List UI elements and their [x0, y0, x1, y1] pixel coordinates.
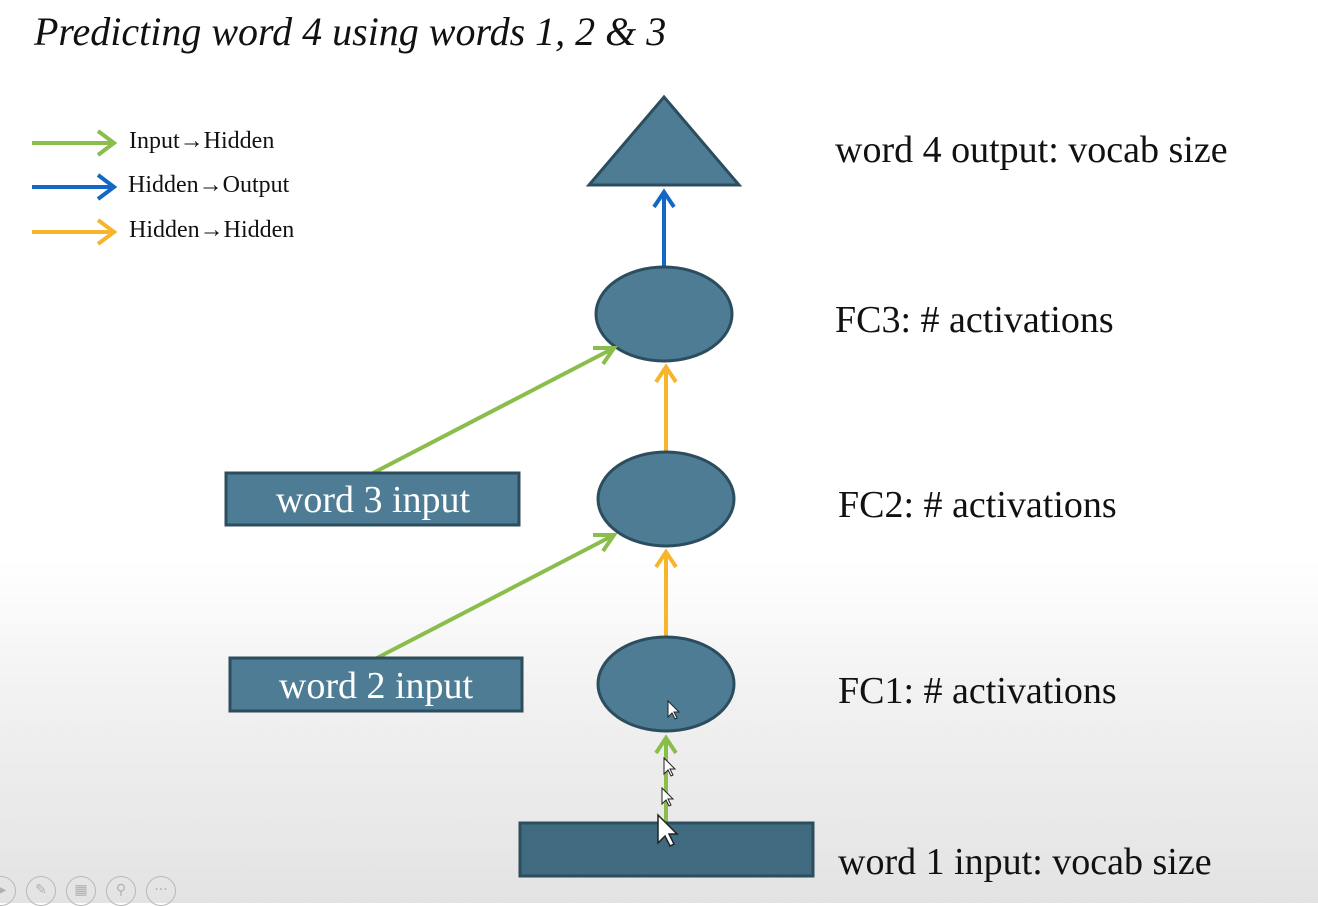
slide-title: Predicting word 4 using words 1, 2 & 3 — [34, 9, 667, 54]
cursor-icon — [657, 813, 679, 848]
fc1-node — [596, 635, 736, 733]
arrowhead-word3-to-fc3 — [593, 346, 618, 366]
more-icon[interactable]: ··· — [146, 876, 176, 906]
output-triangle — [585, 94, 743, 187]
pen-icon[interactable]: ✎ — [26, 876, 56, 906]
fc1-label: FC1: # activations — [838, 670, 1117, 712]
word3-input-box — [224, 471, 521, 527]
legend-arrowhead-blue — [96, 173, 118, 201]
word2-input-label: word 2 input — [279, 665, 474, 707]
fc2-node — [596, 450, 736, 548]
arrowhead-word2-to-fc2 — [593, 533, 618, 553]
player-controls: ▶ ✎ ▦ ⚲ ··· — [0, 876, 176, 906]
cursor-icon — [661, 786, 675, 807]
fc2-label: FC2: # activations — [838, 484, 1117, 526]
legend-arrowhead-green — [96, 129, 118, 157]
legend-item-input-hidden: Input→Hidden — [32, 128, 274, 157]
play-icon[interactable]: ▶ — [0, 876, 16, 906]
arrow-word3-to-fc3 — [372, 347, 613, 475]
legend-label-input-hidden: Input→Hidden — [129, 128, 274, 154]
legend-item-hidden-output: Hidden→Output — [32, 172, 290, 201]
fc3-node — [594, 265, 734, 363]
arrowhead-fc2-to-fc3 — [654, 363, 678, 384]
word2-input-box — [228, 656, 524, 713]
arrowhead-fc1-to-fc2 — [654, 548, 678, 569]
legend-arrowhead-orange — [96, 218, 118, 246]
fc3-label: FC3: # activations — [835, 299, 1114, 341]
legend-label-hidden-output: Hidden→Output — [128, 172, 290, 198]
arrow-word2-to-fc2 — [376, 534, 613, 660]
word3-input-label: word 3 input — [276, 479, 471, 521]
word1-label: word 1 input: vocab size — [838, 841, 1212, 883]
output-label: word 4 output: vocab size — [835, 129, 1228, 171]
cursor-icon — [667, 699, 681, 720]
legend-item-hidden-hidden: Hidden→Hidden — [32, 217, 294, 246]
arrowhead-fc3-to-output — [652, 188, 676, 209]
legend: Input→Hidden Hidden→Output Hidden→Hidden — [32, 128, 294, 246]
cursor-icon — [663, 756, 677, 777]
legend-label-hidden-hidden: Hidden→Hidden — [129, 217, 294, 243]
zoom-icon[interactable]: ⚲ — [106, 876, 136, 906]
arrowhead-word1-to-fc1 — [654, 734, 678, 755]
word1-input-box — [518, 821, 815, 878]
slides-icon[interactable]: ▦ — [66, 876, 96, 906]
